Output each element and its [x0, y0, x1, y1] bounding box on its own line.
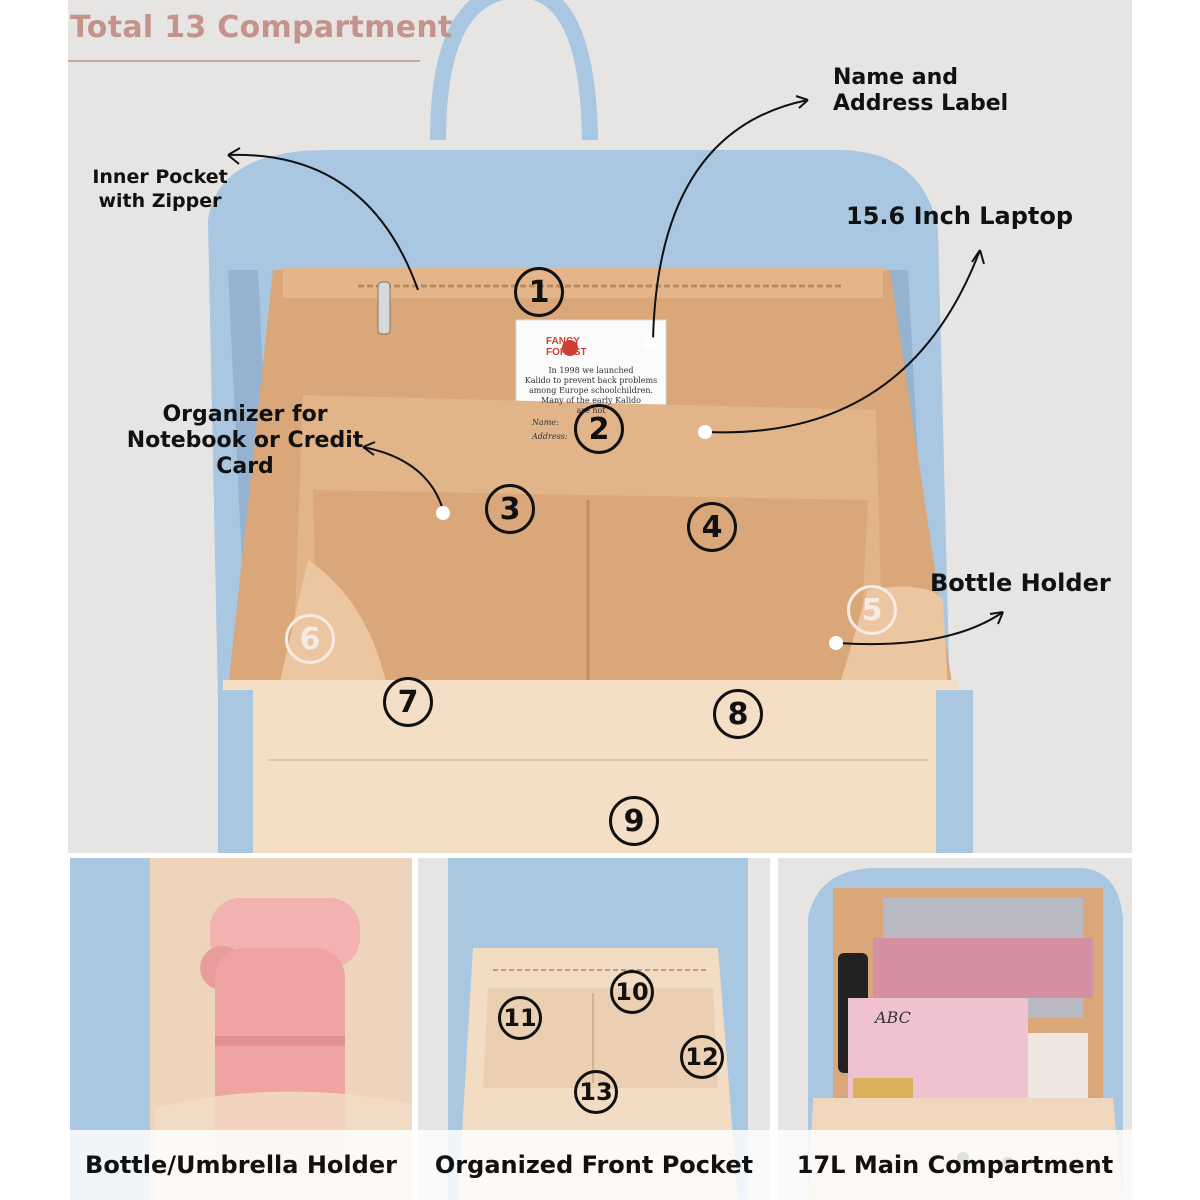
compartment-number: 5	[847, 585, 897, 635]
callout-dot	[698, 425, 712, 439]
callout-dot	[436, 506, 450, 520]
caption-main-compartment: 17L Main Compartment	[778, 1130, 1132, 1200]
compartment-number: 7	[383, 677, 433, 727]
tag-text: among Europe schoolchildren.	[528, 386, 654, 395]
tag-brand-line2: FOREST	[546, 347, 587, 358]
compartment-number: 3	[485, 484, 535, 534]
label-name-address: Name and Address Label	[833, 65, 1009, 116]
callout-dot	[829, 636, 843, 650]
compartment-number: 2	[574, 404, 624, 454]
tag-text: In 1998 we launched	[548, 366, 634, 375]
panel-main-compartment: ABC 17L Main Compartment	[778, 858, 1132, 1200]
book-cover-text: ABC	[875, 1008, 911, 1027]
compartment-number: 9	[609, 796, 659, 846]
tag-text: Kalido to prevent back problems	[524, 376, 658, 385]
tag-address-field: Address:	[532, 432, 568, 441]
callout-dot	[644, 337, 658, 351]
title-underline	[68, 60, 420, 62]
tag-name-field: Name:	[532, 418, 559, 427]
compartment-number: 4	[687, 502, 737, 552]
tag-text: Many of the early Kalido	[541, 396, 641, 405]
label-bottle-holder: Bottle Holder	[930, 569, 1111, 597]
label-organizer: Organizer for Notebook or Credit Card	[126, 402, 364, 479]
label-laptop: 15.6 Inch Laptop	[846, 202, 1074, 230]
panel-front-pocket: 10 11 12 13 Organized Front Pocket	[418, 858, 770, 1200]
caption-bottle-holder: Bottle/Umbrella Holder	[70, 1130, 412, 1200]
compartment-number: 6	[285, 614, 335, 664]
compartment-number: 10	[610, 970, 654, 1014]
compartment-number: 13	[574, 1070, 618, 1114]
tag-brand-line1: FANCY	[546, 336, 580, 347]
compartment-number: 12	[680, 1035, 724, 1079]
compartment-number: 8	[713, 689, 763, 739]
caption-front-pocket: Organized Front Pocket	[418, 1130, 770, 1200]
compartment-number: 1	[514, 267, 564, 317]
panel-bottle-holder: Bottle/Umbrella Holder	[70, 858, 412, 1200]
page-title: Total 13 Compartment	[70, 10, 453, 45]
compartment-number: 11	[498, 996, 542, 1040]
label-inner-pocket: Inner Pocket with Zipper	[92, 166, 228, 212]
